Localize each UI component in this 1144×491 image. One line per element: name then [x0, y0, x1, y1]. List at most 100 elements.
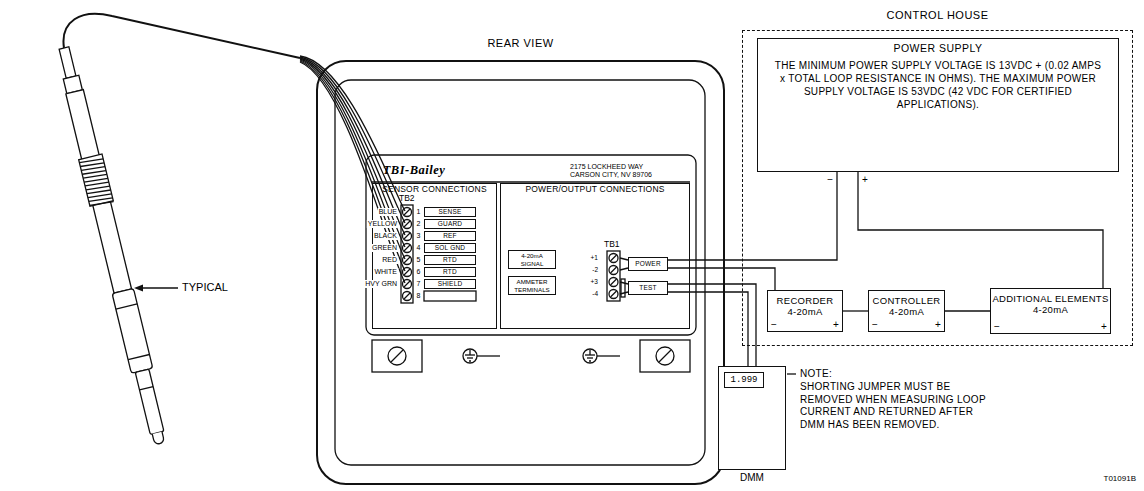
device-box: CONTROLLER4-20mA: [868, 290, 945, 332]
terminal-tag: SHIELD: [424, 279, 476, 289]
wire-color: WHITE: [373, 268, 398, 276]
node-heading: CONTROLLER: [873, 295, 941, 306]
pin-number: -2: [592, 266, 598, 273]
terminal-tag: GUARD: [424, 219, 476, 229]
terminal-tag: RTD: [424, 267, 476, 277]
rear-housing: REAR VIEWSENSOR CONNECTIONSTB2SENSEGUARD…: [316, 60, 725, 485]
sensor-cable: [63, 14, 300, 58]
loop-wire: [668, 268, 775, 290]
pin-number: 4: [417, 244, 421, 252]
terminal-panel: POWER/OUTPUT CONNECTIONS TB1 4-20mA SIGNAL…: [500, 183, 690, 329]
node-heading: SENSE: [438, 208, 461, 215]
screw: [388, 347, 406, 365]
screw-slot: [391, 350, 403, 362]
wire: [620, 258, 628, 260]
leader-line: [787, 373, 796, 374]
ground-symbol: [463, 349, 500, 363]
drawing-number: T01091B: [1104, 474, 1136, 483]
terminal-tag: SOL GND: [424, 243, 476, 253]
terminal-tag: SENSE: [424, 207, 476, 217]
node-heading: POWER: [635, 260, 661, 267]
node-text: 4-20mA: [787, 306, 822, 317]
housing-inner: [335, 80, 705, 465]
device-box: ADDITIONAL ELEMENTS4-20mA: [990, 288, 1111, 334]
wire-color: RED: [381, 256, 398, 264]
ground-symbol: [583, 349, 620, 363]
node-heading: AMMETER TERMINALS: [510, 278, 554, 293]
node-heading: POWER SUPPLY: [893, 43, 982, 54]
node-heading: REF: [443, 232, 457, 239]
pin-number: 3: [417, 232, 421, 240]
wire: [620, 292, 628, 294]
terminal-screws: [609, 254, 618, 299]
address-text: 2175 LOCKHEED WAY CARSON CITY, NV 89706: [570, 163, 666, 179]
terminal-tag: RTD: [424, 255, 476, 265]
screw-slot: [659, 350, 671, 362]
polarity-sign: −: [827, 174, 833, 186]
wire-color: BLUE: [378, 208, 398, 216]
pin-number: 2: [417, 220, 421, 228]
node-heading: SOL GND: [435, 244, 465, 251]
arrow-head: [134, 285, 143, 292]
polarity-sign: +: [862, 174, 868, 186]
node-heading: ADDITIONAL ELEMENTS: [992, 293, 1108, 304]
terminal-tag: TEST: [628, 281, 668, 295]
node-text: DMM: [719, 472, 785, 484]
pin-number: 7: [417, 280, 421, 288]
node-heading: SHIELD: [438, 280, 463, 287]
wire-color: BLACK: [373, 232, 398, 240]
loop-wire: [668, 172, 837, 260]
device-box: RECORDER4-20mA: [767, 290, 843, 332]
sensor-probe: [52, 45, 171, 446]
loop-wire: [945, 310, 990, 311]
loop-wire: [858, 172, 1103, 288]
terminal-tag: REF: [424, 231, 476, 241]
terminal-block: [607, 251, 620, 301]
leader-line: [140, 287, 178, 288]
wire-color: GREEN: [371, 244, 398, 252]
node-text: TB1: [604, 240, 620, 250]
pin-number: +1: [591, 254, 598, 261]
note-heading: NOTE:: [800, 368, 832, 380]
multimeter: 1.999DMM: [718, 366, 786, 470]
node-heading: RTD: [443, 268, 457, 275]
wire: [620, 268, 628, 270]
latch: [640, 340, 690, 372]
node-heading: CONTROL HOUSE: [743, 9, 1132, 22]
terminal-tag: AMMETER TERMINALS: [508, 276, 556, 295]
latch: [372, 340, 422, 372]
loop-wire: [668, 292, 748, 366]
node-text: 4-20mA: [889, 306, 924, 317]
node-heading: RTD: [443, 256, 457, 263]
pin-number: 8: [417, 292, 421, 300]
wire-color: HVY GRN: [364, 280, 398, 288]
screw: [656, 347, 674, 365]
shorting-jumper: [621, 279, 625, 297]
terminal-frame: [366, 155, 696, 335]
note-text: SHORTING JUMPER MUST BE REMOVED WHEN MEA…: [800, 381, 995, 431]
node-heading: POWER/OUTPUT CONNECTIONS: [525, 185, 664, 195]
pin-number: 1: [417, 208, 421, 216]
terminal-tag: POWER: [628, 257, 668, 271]
pin-number: 6: [417, 268, 421, 276]
power-supply-box: POWER SUPPLYTHE MINIMUM POWER SUPPLY VOL…: [757, 38, 1119, 172]
node-heading: GUARD: [438, 220, 462, 227]
node-heading: REAR VIEW: [318, 37, 723, 50]
terminal-tag: [424, 291, 476, 301]
wire: [620, 282, 628, 284]
node-heading: RECORDER: [777, 295, 834, 306]
terminal-panel: SENSOR CONNECTIONSTB2SENSEGUARDREFSOL GN…: [372, 183, 497, 329]
terminal-tag: 4-20mA SIGNAL: [508, 250, 556, 269]
pin-number: -4: [592, 290, 598, 297]
node-heading: SENSOR CONNECTIONS: [382, 185, 487, 195]
node-heading: 4-20mA SIGNAL: [510, 252, 554, 267]
loop-wire: [843, 310, 868, 311]
callout-text: TYPICAL: [182, 281, 228, 294]
pin-number: 5: [417, 256, 421, 264]
pin-number: +3: [591, 278, 598, 285]
node-text: 4-20mA: [1033, 304, 1068, 315]
node-heading: TEST: [639, 284, 656, 291]
node-heading: 1.999: [724, 372, 764, 388]
brand-logo: TBI-Bailey: [383, 163, 446, 177]
control-house: CONTROL HOUSEPOWER SUPPLYTHE MINIMUM POW…: [742, 30, 1133, 346]
